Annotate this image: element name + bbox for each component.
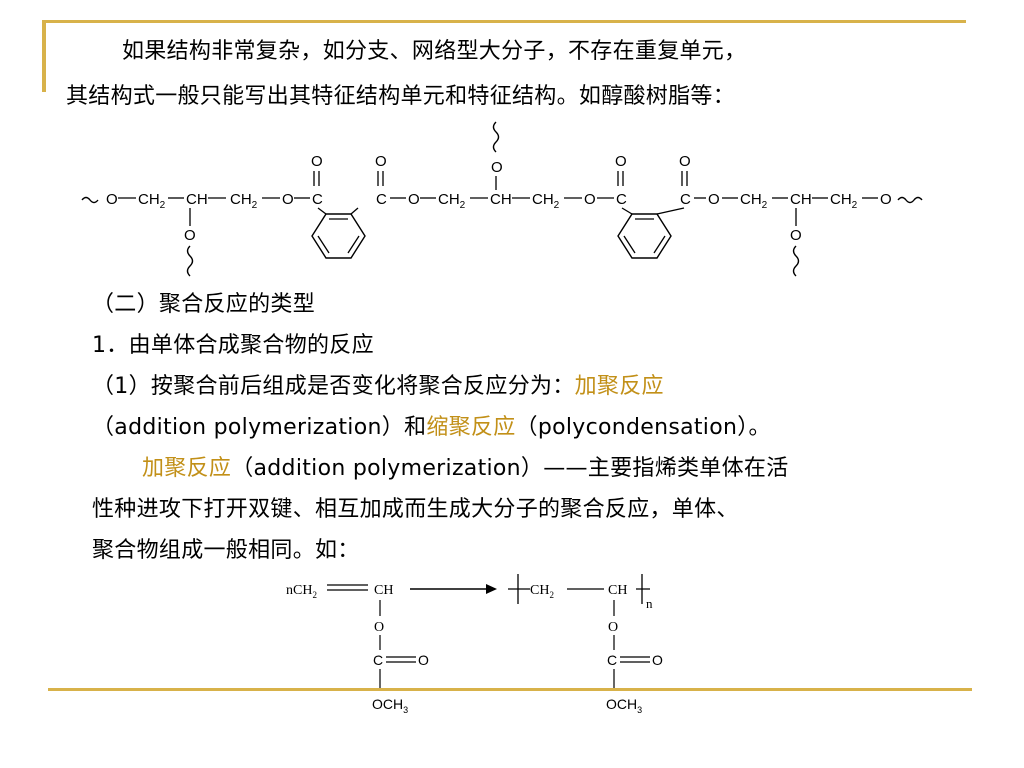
list-item: （1）按聚合前后组成是否变化将聚合反应分为：加聚反应 (92, 372, 664, 402)
oxygen-atom: O (408, 191, 420, 208)
repeat-bracket-left (508, 574, 530, 604)
ch2-group: CH2 (230, 191, 258, 211)
definition-line: 性种进攻下打开双键、相互加成而生成大分子的聚合反应，单体、 (92, 497, 739, 522)
wavy-bond-right (897, 196, 923, 204)
polymerization-reaction-scheme: nCH2 CH O C O OCH3 CH2 CH n O C O OCH3 (286, 574, 663, 715)
oxygen-atom: O (708, 191, 720, 208)
ch-group: CH (490, 191, 512, 208)
definition-line: 加聚反应（addition polymerization）——主要指烯类单体在活 (142, 454, 789, 484)
definition-text: （addition polymerization）——主要指烯类单体在活 (231, 456, 789, 481)
methoxy-group: OCH3 (606, 696, 642, 715)
item-text: （polycondensation）。 (515, 415, 771, 440)
carbon-atom: C (376, 191, 387, 208)
polymer-ch: CH (608, 583, 627, 598)
oxygen-atom: O (375, 153, 387, 170)
ch2-group: CH2 (830, 191, 858, 211)
oxygen-atom: O (608, 620, 618, 635)
methoxy-group: OCH3 (372, 696, 408, 715)
list-item: （addition polymerization）和缩聚反应（polyconde… (92, 413, 771, 443)
monomer-ch: CH (374, 583, 393, 598)
item-text: （addition polymerization）和 (92, 415, 427, 440)
carbon-atom: C (616, 191, 627, 208)
section-heading: （二）聚合反应的类型 (92, 292, 316, 317)
ch-group: CH (186, 191, 208, 208)
oxygen-atom: O (615, 153, 627, 170)
oxygen-atom: O (311, 153, 323, 170)
degree-of-polymerization: n (646, 596, 653, 611)
term-polycondensation: 缩聚反应 (426, 415, 516, 440)
ch2-group: CH2 (438, 191, 466, 211)
carbon-atom: C (373, 652, 383, 668)
term-addition-polymerization: 加聚反应 (142, 456, 232, 481)
paragraph-line: 如果结构非常复杂，如分支、网络型大分子，不存在重复单元， (122, 39, 747, 64)
benzene-ring (311, 213, 366, 259)
title-accent-bar (42, 20, 46, 92)
wavy-bond-down (186, 245, 194, 277)
oxygen-atom: O (584, 191, 596, 208)
oxygen-atom: O (880, 191, 892, 208)
top-rule (42, 20, 966, 23)
oxygen-atom: O (282, 191, 294, 208)
wavy-bond-up (492, 121, 500, 153)
ch2-group: CH2 (138, 191, 166, 211)
oxygen-atom: O (652, 652, 663, 668)
definition-line: 聚合物组成一般相同。如： (92, 538, 360, 563)
repeat-bracket-right (636, 574, 650, 604)
ch-group: CH (790, 191, 812, 208)
oxygen-atom: O (418, 652, 429, 668)
item-text: （1）按聚合前后组成是否变化将聚合反应分为： (92, 374, 575, 399)
oxygen-atom: O (374, 620, 384, 635)
carbon-atom: C (312, 191, 323, 208)
carbon-atom: C (680, 191, 691, 208)
wavy-bond-left (81, 196, 99, 204)
paragraph-line: 其结构式一般只能写出其特征结构单元和特征结构。如醇酸树脂等： (66, 84, 736, 109)
bottom-rule (48, 688, 972, 691)
benzene-ring (617, 213, 672, 259)
alkyd-resin-structure: O CH2 CH O CH2 O C O C O O CH2 CH (81, 121, 923, 277)
oxygen-atom: O (679, 153, 691, 170)
ch2-group: CH2 (532, 191, 560, 211)
term-addition-polymerization: 加聚反应 (574, 374, 664, 399)
oxygen-atom: O (106, 191, 118, 208)
oxygen-atom: O (184, 227, 196, 244)
carbon-atom: C (607, 652, 617, 668)
monomer-ch2: nCH2 (286, 583, 317, 600)
oxygen-atom: O (790, 227, 802, 244)
oxygen-atom: O (491, 159, 503, 176)
polymer-ch2: CH2 (530, 583, 554, 600)
arrow-head (486, 584, 497, 594)
wavy-bond-down (792, 245, 800, 277)
ch2-group: CH2 (740, 191, 768, 211)
list-item: 1．由单体合成聚合物的反应 (92, 333, 374, 358)
